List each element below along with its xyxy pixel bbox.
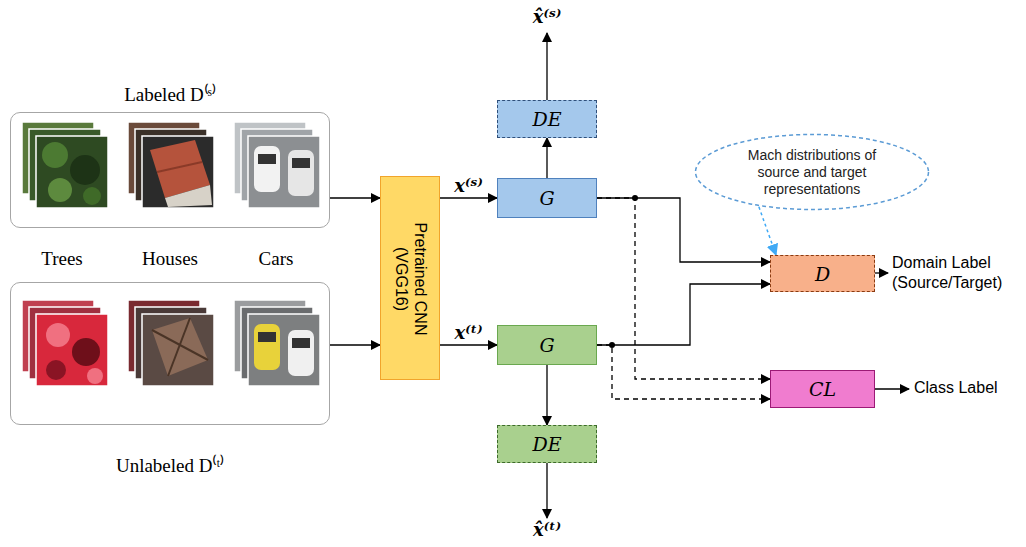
group-heading: Labeled D⁽ˢ⁾ (11, 81, 329, 107)
output-arrow (875, 388, 909, 389)
output-text: Class Label (914, 379, 998, 397)
connector (330, 197, 380, 198)
box-label: G (539, 187, 554, 209)
box-label: G (539, 334, 554, 356)
house-images-source (128, 122, 214, 208)
connector (546, 138, 547, 178)
dataset-group: Unlabeled D⁽ᵗ⁾ (10, 282, 330, 425)
output-text: x̂⁽ˢ⁾ (533, 6, 562, 27)
connector (597, 198, 770, 379)
output-arrow (546, 33, 547, 100)
callout-pointer (759, 207, 776, 255)
edge-label: x⁽ᵗ⁾ (453, 322, 483, 343)
output-text: Domain Label (Source/Target) (892, 253, 1020, 293)
car-images-source (234, 122, 320, 208)
connector (546, 365, 547, 425)
discriminator-box: D (770, 255, 875, 292)
tree-images-target (22, 300, 108, 386)
classifier-box: CL (770, 370, 875, 408)
block-label: Pretrained CNN (VGG16) (392, 204, 430, 354)
connector (330, 344, 380, 345)
decoder-box: DE (497, 100, 597, 138)
edge-label: x⁽ˢ⁾ (453, 175, 484, 196)
output-text: x̂⁽ᵗ⁾ (533, 519, 561, 540)
group-heading: Unlabeled D⁽ᵗ⁾ (11, 452, 329, 478)
connector (597, 284, 770, 345)
box-label: DE (532, 108, 561, 130)
connector (597, 198, 770, 262)
class-name: Cars (259, 248, 294, 270)
output-arrow (546, 463, 547, 518)
box-label: D (815, 263, 830, 285)
connector (440, 197, 497, 198)
decoder-box: DE (497, 425, 597, 463)
class-name: Trees (41, 248, 83, 270)
callout-text: Mach distributions of source and target … (727, 147, 897, 198)
callout-ellipse: Mach distributions of source and target … (694, 133, 930, 211)
tree-images-source (22, 122, 108, 208)
output-arrow (875, 272, 888, 273)
generator-box: G (497, 325, 597, 365)
class-name: Houses (142, 248, 198, 270)
house-images-target (128, 300, 214, 386)
box-label: DE (532, 433, 561, 455)
generator-box: G (497, 178, 597, 218)
connector (597, 345, 770, 399)
dataset-group: Labeled D⁽ˢ⁾ (10, 112, 330, 228)
car-images-target (234, 300, 320, 386)
connector (440, 344, 497, 345)
box-label: CL (809, 378, 836, 400)
callout-outline-shape (696, 135, 929, 210)
cnn-block: Pretrained CNN (VGG16) (380, 176, 440, 380)
